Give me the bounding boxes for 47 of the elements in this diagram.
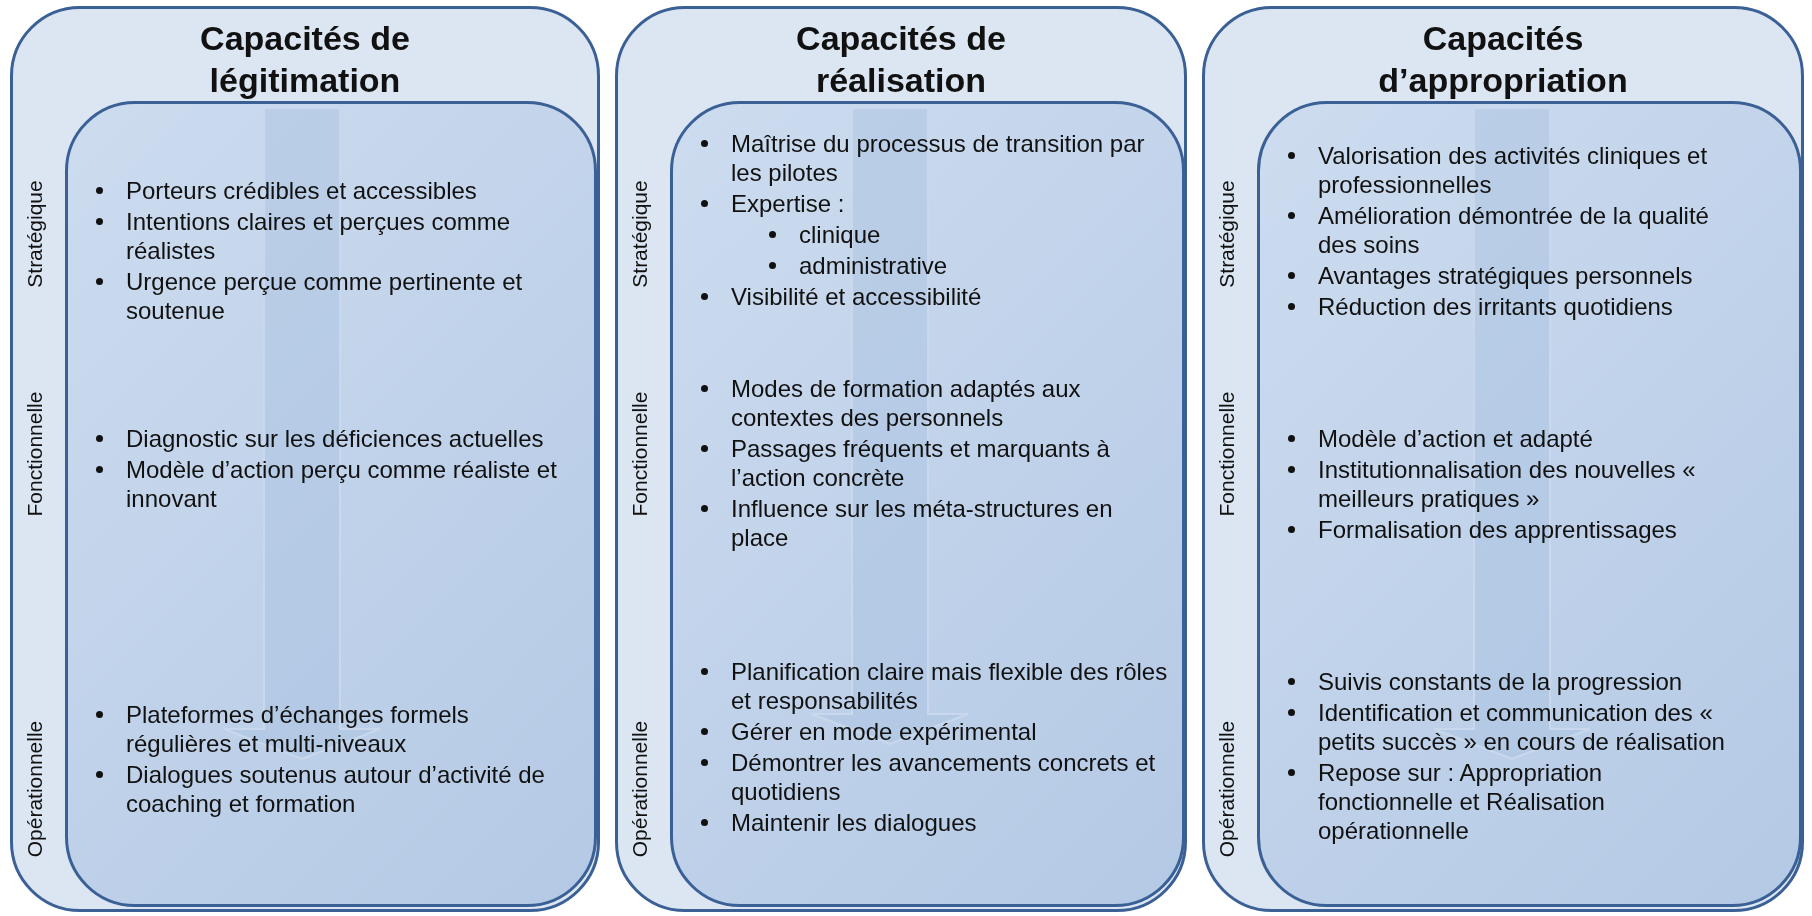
level-label: Opérationnelle [628, 720, 652, 858]
bullet-item: Maintenir les dialogues [731, 808, 1176, 837]
bullet-item: Passages fréquents et marquants à l’action concrète [731, 434, 1176, 492]
capability-panel [10, 6, 600, 912]
level-label: Stratégique [1215, 180, 1239, 288]
level-label: Stratégique [628, 180, 652, 288]
bullet-item: administrative [799, 251, 1176, 280]
bullet-item: Urgence perçue comme pertinente et soutenue [126, 267, 561, 325]
bullet-item: Modèle d’action perçu comme réaliste et innovant [126, 455, 561, 513]
bullet-item: Réduction des irritants quotidiens [1318, 292, 1743, 321]
bullet-item: Visibilité et accessibilité [731, 282, 1176, 311]
level-label: Stratégique [23, 180, 47, 288]
panel-title: Capacités d’appropriation [1377, 18, 1629, 101]
bullet-item: Formalisation des apprentissages [1318, 515, 1743, 544]
bullet-item: Diagnostic sur les déficiences actuelles [126, 424, 561, 453]
panel-title: Capacités de légitimation [199, 18, 411, 101]
bullet-item: Modèle d’action et adapté [1318, 424, 1743, 453]
level-label: Opérationnelle [23, 720, 47, 858]
bullet-item: clinique [799, 220, 1176, 249]
bullet-item: Intentions claires et perçues comme réalistes [126, 207, 561, 265]
bullet-item: Repose sur : Appropriation fonctionnelle et Réalisation opérationnelle [1318, 758, 1743, 845]
capability-panel [1202, 6, 1804, 912]
bullet-item: Porteurs crédibles et accessibles [126, 176, 561, 205]
level-label: Opérationnelle [1215, 720, 1239, 858]
inner-panel [670, 101, 1185, 907]
bullet-item: Modes de formation adaptés aux contextes des personnels [731, 374, 1176, 432]
bullet-item: Avantages stratégiques personnels [1318, 261, 1743, 290]
bullet-item: Institutionnalisation des nouvelles « meilleurs pratiques » [1318, 455, 1743, 513]
bullet-item: Valorisation des activités cliniques et professionnelles [1318, 141, 1743, 199]
bullet-item: Amélioration démontrée de la qualité des soins [1318, 201, 1743, 259]
inner-panel [65, 101, 597, 907]
inner-panel [1257, 101, 1802, 907]
bullet-item: Démontrer les avancements concrets et quotidiens [731, 748, 1176, 806]
bullet-item: Gérer en mode expérimental [731, 717, 1176, 746]
bullet-item: Influence sur les méta-structures en place [731, 494, 1176, 552]
level-label: Fonctionnelle [628, 391, 652, 517]
panel-title: Capacités de réalisation [795, 18, 1007, 101]
bullet-item: Plateformes d’échanges formels régulières et multi-niveaux [126, 700, 561, 758]
bullet-item: Dialogues soutenus autour d’activité de coaching et formation [126, 760, 561, 818]
bullet-item: Identification et communication des « petits succès » en cours de réalisation [1318, 698, 1743, 756]
capability-panel [615, 6, 1187, 912]
bullet-item: Expertise : [731, 189, 1176, 218]
bullet-item: Planification claire mais flexible des rôles et responsabilités [731, 657, 1176, 715]
level-label: Fonctionnelle [1215, 391, 1239, 517]
bullet-item: Suivis constants de la progression [1318, 667, 1743, 696]
level-label: Fonctionnelle [23, 391, 47, 517]
bullet-item: Maîtrise du processus de transition par les pilotes [731, 129, 1176, 187]
